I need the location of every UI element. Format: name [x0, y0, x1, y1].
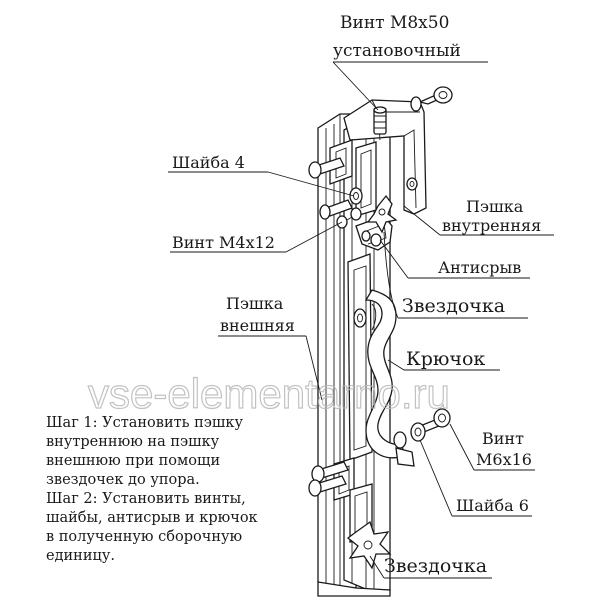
label-screw-m6-line1: Винт — [482, 429, 524, 448]
bolt-left-lower-2 — [308, 475, 347, 497]
label-star-bottom: Звездочка — [384, 555, 487, 577]
label-star-top: Звездочка — [402, 295, 505, 317]
label-screw-m8: Винт М8х50 — [340, 13, 449, 33]
label-outer-pawl-line2: внешняя — [220, 316, 295, 335]
star-upper — [366, 194, 398, 234]
top-bracket — [343, 99, 427, 215]
label-outer-pawl-line1: Пэшка — [226, 294, 284, 313]
bolt-top-right — [410, 86, 453, 112]
label-inner-pawl-line1: Пэшка — [466, 197, 524, 216]
middle-slot — [347, 253, 373, 461]
label-screw-m6-line2: М6х16 — [476, 450, 532, 469]
watermark: vse-elementarno.ru — [88, 370, 450, 417]
step-2-text: Шаг 2: Установить винты, шайбы, антисрыв… — [46, 491, 258, 564]
nut-lower-right — [393, 431, 415, 467]
instruction-steps: Шаг 1: Установить пэшку внутреннюю на пэ… — [46, 414, 308, 566]
label-hook: Крючок — [406, 348, 485, 370]
label-screw-m8-sub: установочный — [333, 41, 461, 61]
set-screw-m8 — [373, 106, 387, 135]
washer-4 — [349, 187, 363, 205]
bolt-m6 — [419, 408, 451, 433]
bolt-left-upper-2 — [319, 199, 353, 220]
label-washer-4: Шайба 4 — [172, 153, 245, 172]
label-screw-m4: Винт М4х12 — [172, 233, 275, 252]
bolt-left-upper-1 — [308, 157, 345, 179]
label-washer-6: Шайба 6 — [456, 496, 529, 515]
star-lower — [346, 520, 392, 570]
label-anti-tear: Антисрыв — [438, 258, 521, 277]
washer-6 — [410, 422, 426, 442]
step-1-text: Шаг 1: Установить пэшку внутреннюю на пэ… — [46, 415, 243, 488]
part-labels: Винт М8х50 установочный Шайба 4 Пэшка вн… — [172, 13, 541, 577]
assembly-drawing — [308, 86, 453, 597]
bolt-left-lower-1 — [311, 461, 349, 483]
inner-screw — [406, 177, 418, 191]
leader-lines — [168, 61, 554, 579]
label-inner-pawl-line2: внутренняя — [442, 216, 541, 235]
